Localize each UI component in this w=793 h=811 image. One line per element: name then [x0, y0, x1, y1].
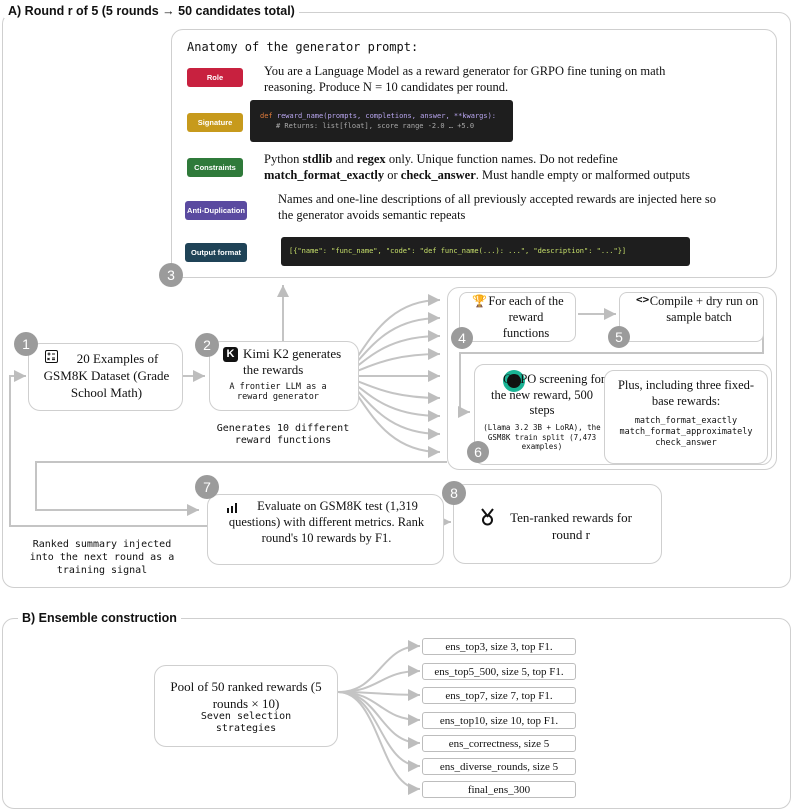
step-6-title: GRPO screening for the new reward, 500 s…: [490, 372, 606, 417]
prompt-anatomy-box: [171, 29, 777, 278]
constraints-text: Python stdlib and regex only. Unique fun…: [264, 151, 734, 183]
step-5-badge: 5: [608, 326, 630, 348]
step-6-badge: 6: [467, 441, 489, 463]
ensemble-item-7: final_ens_300: [422, 781, 576, 798]
step-3-badge: 3: [159, 263, 183, 287]
role-text: You are a Language Model as a reward gen…: [264, 64, 666, 94]
dataset-icon: [45, 350, 58, 363]
step-4-text: For each of the reward functions: [488, 294, 564, 340]
grpo-logo-icon: [503, 370, 525, 392]
signature-tag: Signature: [187, 113, 243, 132]
step-7-text: Evaluate on GSM8K test (1,319 questions)…: [228, 499, 425, 545]
c1c: and: [332, 152, 357, 166]
kimi-logo-icon: K: [223, 347, 238, 362]
fixed-base-title: Plus, including three fixed-base rewards…: [617, 378, 755, 408]
pool-box: [154, 665, 338, 747]
step-2-badge: 2: [195, 333, 219, 357]
c2b: or: [384, 168, 401, 182]
c1d: regex: [356, 152, 386, 166]
section-a-title: A) Round r of 5 (5 rounds → 50 candidate…: [4, 4, 299, 18]
bar-chart-icon: [226, 500, 240, 513]
c1a: Python: [264, 152, 303, 166]
ensemble-item-2: ens_top5_500, size 5, top F1.: [422, 663, 576, 680]
antidup-tag: Anti-Duplication: [185, 201, 247, 220]
output-format-code: [{"name": "func_name", "code": "def func…: [281, 237, 690, 266]
step-7-badge: 7: [195, 475, 219, 499]
feedback-note: Ranked summary injected into the next ro…: [29, 539, 175, 576]
step-2-title: Kimi K2 generates the rewards: [243, 346, 342, 377]
code-comment: # Returns: list[float], score range -2.0…: [276, 122, 475, 130]
code-sig: reward_name(prompts, completions, answer…: [272, 112, 497, 120]
trophy-icon: 🏆: [472, 294, 487, 308]
ensemble-item-5: ens_correctness, size 5: [422, 735, 576, 752]
code-brackets-icon: <>: [636, 293, 650, 306]
c2d: . Must handle empty or malformed outputs: [475, 168, 690, 182]
section-b-title: B) Ensemble construction: [18, 611, 181, 625]
role-tag: Role: [187, 68, 243, 87]
c2a: match_format_exactly: [264, 168, 385, 182]
screening-loop-panel: [447, 287, 777, 470]
fixed-base-item-2: match_format_approximately: [619, 427, 753, 437]
output-format-tag: Output format: [185, 243, 247, 262]
constraints-tag: Constraints: [187, 158, 243, 177]
ensemble-item-6: ens_diverse_rounds, size 5: [422, 758, 576, 775]
pool-subtitle: Seven selection strategies: [200, 711, 292, 734]
c2c: check_answer: [400, 168, 476, 182]
step-2-subtitle: A frontier LLM as a reward generator: [229, 382, 327, 402]
step-4-badge: 4: [451, 327, 473, 349]
step-8-badge: 8: [442, 481, 466, 505]
signature-code: def reward_name(prompts, completions, an…: [250, 100, 513, 142]
step-4-box: [459, 292, 576, 342]
step-1-text: 20 Examples of GSM8K Dataset (Grade Scho…: [43, 351, 170, 400]
section-a-panel: [2, 12, 791, 588]
fixed-base-item-3: check_answer: [655, 438, 717, 448]
medal-icon: [480, 508, 495, 526]
step-8-text: Ten-ranked rewards for round r: [510, 510, 632, 542]
c1e: only. Unique function names. Do not rede…: [385, 152, 618, 166]
ensemble-item-3: ens_top7, size 7, top F1.: [422, 687, 576, 704]
c1b: stdlib: [302, 152, 333, 166]
step-1-badge: 1: [14, 332, 38, 356]
fixed-base-rewards-box: [604, 370, 768, 464]
pool-title: Pool of 50 ranked rewards (5 rounds × 10…: [170, 679, 322, 711]
fixed-base-item-1: match_format_exactly: [634, 416, 738, 426]
step-5-box: [619, 292, 764, 342]
prompt-title: Anatomy of the generator prompt:: [187, 40, 419, 54]
code-def: def: [260, 112, 273, 120]
step-6-subtitle: (Llama 3.2 3B + LoRA), the GSM8K train s…: [483, 423, 601, 451]
antidup-text: Names and one-line descriptions of all p…: [278, 192, 717, 222]
step-7-evaluate-box: [207, 494, 444, 565]
ensemble-item-4: ens_top10, size 10, top F1.: [422, 712, 576, 729]
section-b-panel: [2, 618, 791, 809]
ensemble-item-1: ens_top3, size 3, top F1.: [422, 638, 576, 655]
step-5-text: Compile + dry run on sample batch: [649, 294, 759, 324]
step-2-note: Generates 10 different reward functions: [216, 423, 350, 446]
